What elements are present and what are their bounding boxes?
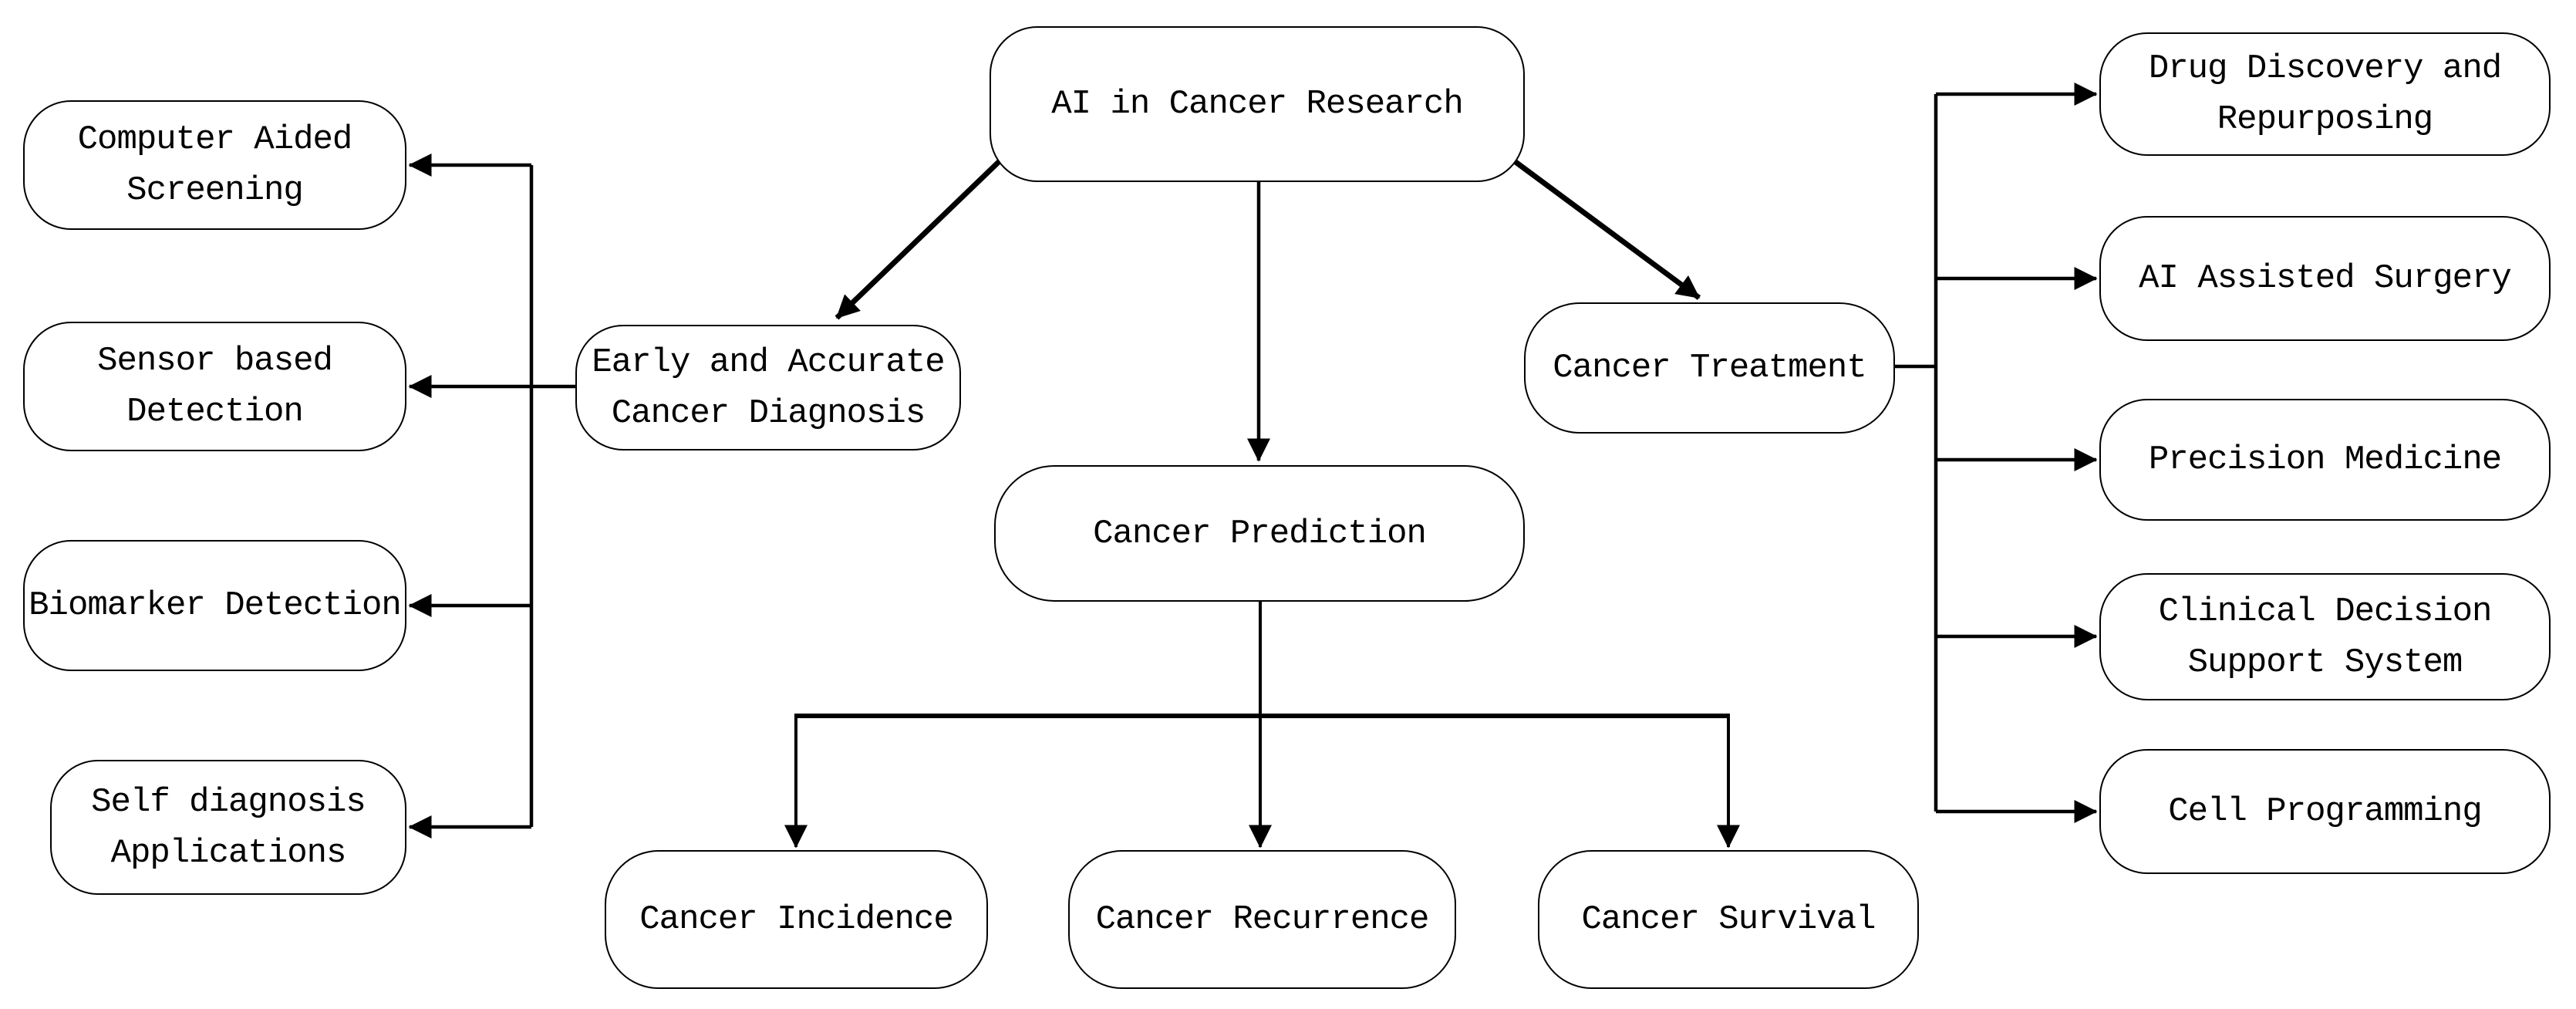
node-label: Early and Accurate Cancer Diagnosis xyxy=(592,343,945,433)
node-cancer-incidence: Cancer Incidence xyxy=(605,850,988,989)
node-label: Sensor based Detection xyxy=(97,342,333,431)
node-cancer-treatment: Cancer Treatment xyxy=(1524,302,1895,434)
node-self-diagnosis-applications: Self diagnosis Applications xyxy=(50,760,406,895)
node-computer-aided-screening: Computer Aided Screening xyxy=(23,100,406,230)
node-label: Precision Medicine xyxy=(2148,440,2502,479)
node-precision-medicine: Precision Medicine xyxy=(2099,399,2551,521)
node-label: Computer Aided Screening xyxy=(77,120,353,210)
node-label: Clinical Decision Support System xyxy=(2158,592,2493,682)
edge-root-to-treatment xyxy=(1507,155,1701,300)
node-sensor-based-detection: Sensor based Detection xyxy=(23,322,406,451)
node-cancer-prediction: Cancer Prediction xyxy=(994,465,1525,602)
node-early-and-accurate-cancer-diagnosis: Early and Accurate Cancer Diagnosis xyxy=(575,325,961,451)
node-drug-discovery-and-repurposing: Drug Discovery and Repurposing xyxy=(2099,32,2551,156)
node-cell-programming: Cell Programming xyxy=(2099,749,2551,874)
node-ai-assisted-surgery: AI Assisted Surgery xyxy=(2099,216,2551,341)
node-label: Cancer Incidence xyxy=(639,900,953,939)
node-ai-in-cancer-research: AI in Cancer Research xyxy=(990,26,1525,182)
node-biomarker-detection: Biomarker Detection xyxy=(23,540,406,671)
node-cancer-survival: Cancer Survival xyxy=(1538,850,1919,989)
node-label: Drug Discovery and Repurposing xyxy=(2148,49,2502,139)
node-label: Cell Programming xyxy=(2168,792,2482,831)
node-label: Self diagnosis Applications xyxy=(91,782,366,872)
node-clinical-decision-support-system: Clinical Decision Support System xyxy=(2099,573,2551,700)
node-label: AI Assisted Surgery xyxy=(2139,259,2512,298)
node-label: AI in Cancer Research xyxy=(1051,85,1463,123)
node-label: Cancer Survival xyxy=(1581,900,1876,939)
node-label: Biomarker Detection xyxy=(29,586,402,625)
node-cancer-recurrence: Cancer Recurrence xyxy=(1068,850,1456,989)
edge-root-to-diagnosis xyxy=(835,155,1006,320)
node-label: Cancer Recurrence xyxy=(1095,900,1430,939)
node-label: Cancer Treatment xyxy=(1553,349,1866,387)
node-label: Cancer Prediction xyxy=(1093,514,1427,553)
